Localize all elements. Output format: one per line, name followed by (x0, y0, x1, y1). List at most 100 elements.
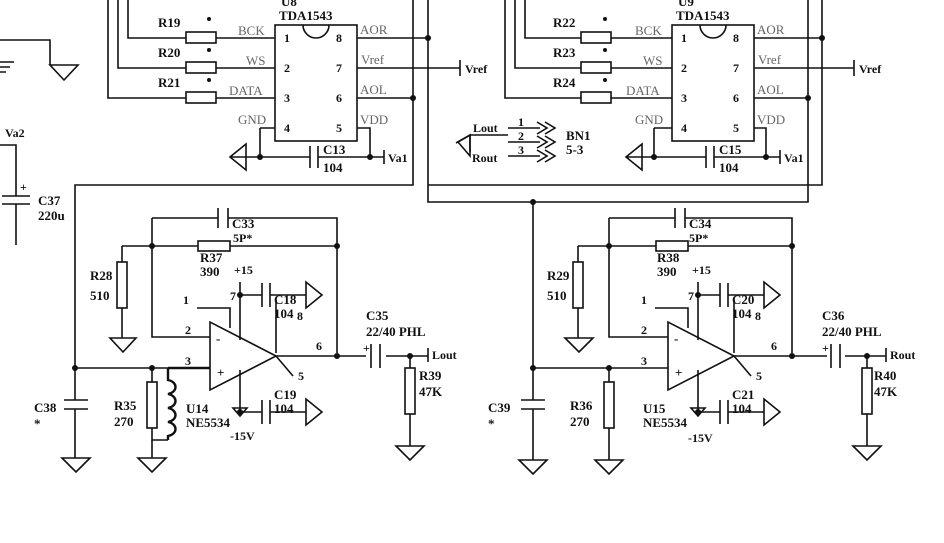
c13-ref: C13 (323, 142, 346, 157)
u14-pin-2: 2 (185, 323, 191, 337)
u9-pin-data: DATA (626, 83, 660, 98)
u9-pin-num-7: 7 (733, 61, 739, 75)
r20-label: R20 (158, 45, 180, 60)
c39-ref: C39 (488, 400, 511, 415)
u9-vref-net: Vref (859, 62, 882, 76)
u8-pin-num-2: 2 (284, 61, 290, 75)
r35-resistor (146, 381, 158, 429)
u8-pin-num-7: 7 (336, 61, 342, 75)
r37-resistor (197, 240, 231, 252)
u14-neg-supply: -15V (230, 429, 255, 443)
r28-value: 510 (90, 288, 110, 303)
u8-pin-vdd: VDD (360, 112, 388, 127)
c20-value: 104 (732, 306, 752, 321)
r22-label: R22 (553, 15, 575, 30)
c38-ref: C38 (34, 400, 57, 415)
c35-polarity: + (363, 341, 370, 355)
u9-pin-num-2: 2 (681, 61, 687, 75)
bn1-pin-3: 3 (518, 143, 524, 157)
dac-right: R22 R23 R24 U9 TDA1543 BCK WS DATA GND 1… (428, 0, 882, 368)
c21-value: 104 (732, 401, 752, 416)
u8-vref-net: Vref (465, 62, 488, 76)
r24-label: R24 (553, 75, 576, 90)
r19-resistor (185, 31, 217, 44)
r35-ref: R35 (114, 398, 137, 413)
bn1-pin-1: 1 (518, 115, 524, 129)
u9-pin-vref: Vref (758, 52, 782, 67)
c37-ref: C37 (38, 193, 61, 208)
r40-resistor (861, 367, 873, 415)
u14-minus: - (216, 331, 220, 346)
u15-pin-1: 1 (641, 293, 647, 307)
c35-ref: C35 (366, 308, 389, 323)
u14-pin-6: 6 (316, 339, 322, 353)
u15-part: NE5534 (643, 415, 688, 430)
u15-pin-5: 5 (756, 369, 762, 383)
u9-pin-bck: BCK (635, 23, 662, 38)
u8-pin-aor: AOR (360, 22, 388, 37)
u8-pin-num-3: 3 (284, 91, 290, 105)
c38-value: * (34, 416, 41, 431)
u8-pin-bck: BCK (238, 23, 265, 38)
u14-pin-7: 7 (230, 289, 236, 303)
r38-resistor (655, 240, 689, 252)
r40-ref: R40 (874, 368, 896, 383)
va2-label: Va2 (5, 126, 25, 140)
u9-pin-num-4: 4 (681, 121, 687, 135)
r28-resistor (116, 261, 128, 309)
c18-value: 104 (274, 306, 294, 321)
r29-ref: R29 (547, 268, 570, 283)
opamp-stage-right: C34 5P* R38 390 R29 510 - + 1 2 3 6 7 8 … (488, 208, 915, 476)
u9-body (671, 24, 755, 142)
u9-pin-num-8: 8 (733, 31, 739, 45)
u9-pin-num-3: 3 (681, 91, 687, 105)
r29-resistor (572, 261, 584, 309)
r36-resistor (603, 381, 615, 429)
c37-polarity: + (20, 180, 27, 194)
c20-ref: C20 (732, 292, 754, 307)
r22-resistor (580, 31, 612, 44)
c19-value: 104 (274, 401, 294, 416)
u15-pin-7: 7 (688, 289, 694, 303)
c37-value: 220u (38, 208, 65, 223)
u14-pos-supply: +15 (234, 263, 253, 277)
r29-value: 510 (547, 288, 567, 303)
r23-label: R23 (553, 45, 576, 60)
c39-value: * (488, 416, 495, 431)
c21-ref: C21 (732, 387, 754, 402)
u8-ref: U8 (281, 0, 297, 9)
u8-part: TDA1543 (279, 8, 333, 23)
r39-value: 47K (419, 384, 443, 399)
u14-pin-5: 5 (298, 369, 304, 383)
r36-ref: R36 (570, 398, 593, 413)
r39-resistor (404, 367, 416, 415)
u15-output-net: Rout (890, 348, 915, 362)
u15-pin-6: 6 (771, 339, 777, 353)
u9-pin-num-6: 6 (733, 91, 739, 105)
u15-minus: - (674, 331, 678, 346)
u9-pin-aor: AOR (757, 22, 785, 37)
bn1-part: 5-3 (566, 142, 584, 157)
u8-pin-data: DATA (229, 83, 263, 98)
r21-resistor (185, 91, 217, 104)
u9-pin-aol: AOL (757, 82, 784, 97)
bn1-net-rout: Rout (472, 151, 497, 165)
u8-body (274, 24, 358, 142)
u9-pin-num-5: 5 (733, 121, 739, 135)
c33-value: 5P* (233, 231, 252, 245)
r37-value: 390 (200, 264, 220, 279)
r39-ref: R39 (419, 368, 442, 383)
r38-ref: R38 (657, 250, 680, 265)
c36-value: 22/40 PHL (822, 324, 882, 339)
u14-triangle (209, 320, 278, 392)
u8-pin-num-6: 6 (336, 91, 342, 105)
c33-ref: C33 (232, 216, 255, 231)
c15-ref: C15 (719, 142, 742, 157)
u8-pin-ws: WS (246, 53, 266, 68)
r28-ref: R28 (90, 268, 113, 283)
u8-va1: Va1 (388, 151, 408, 165)
u15-pin-8: 8 (755, 309, 761, 323)
u9-va1: Va1 (784, 151, 804, 165)
